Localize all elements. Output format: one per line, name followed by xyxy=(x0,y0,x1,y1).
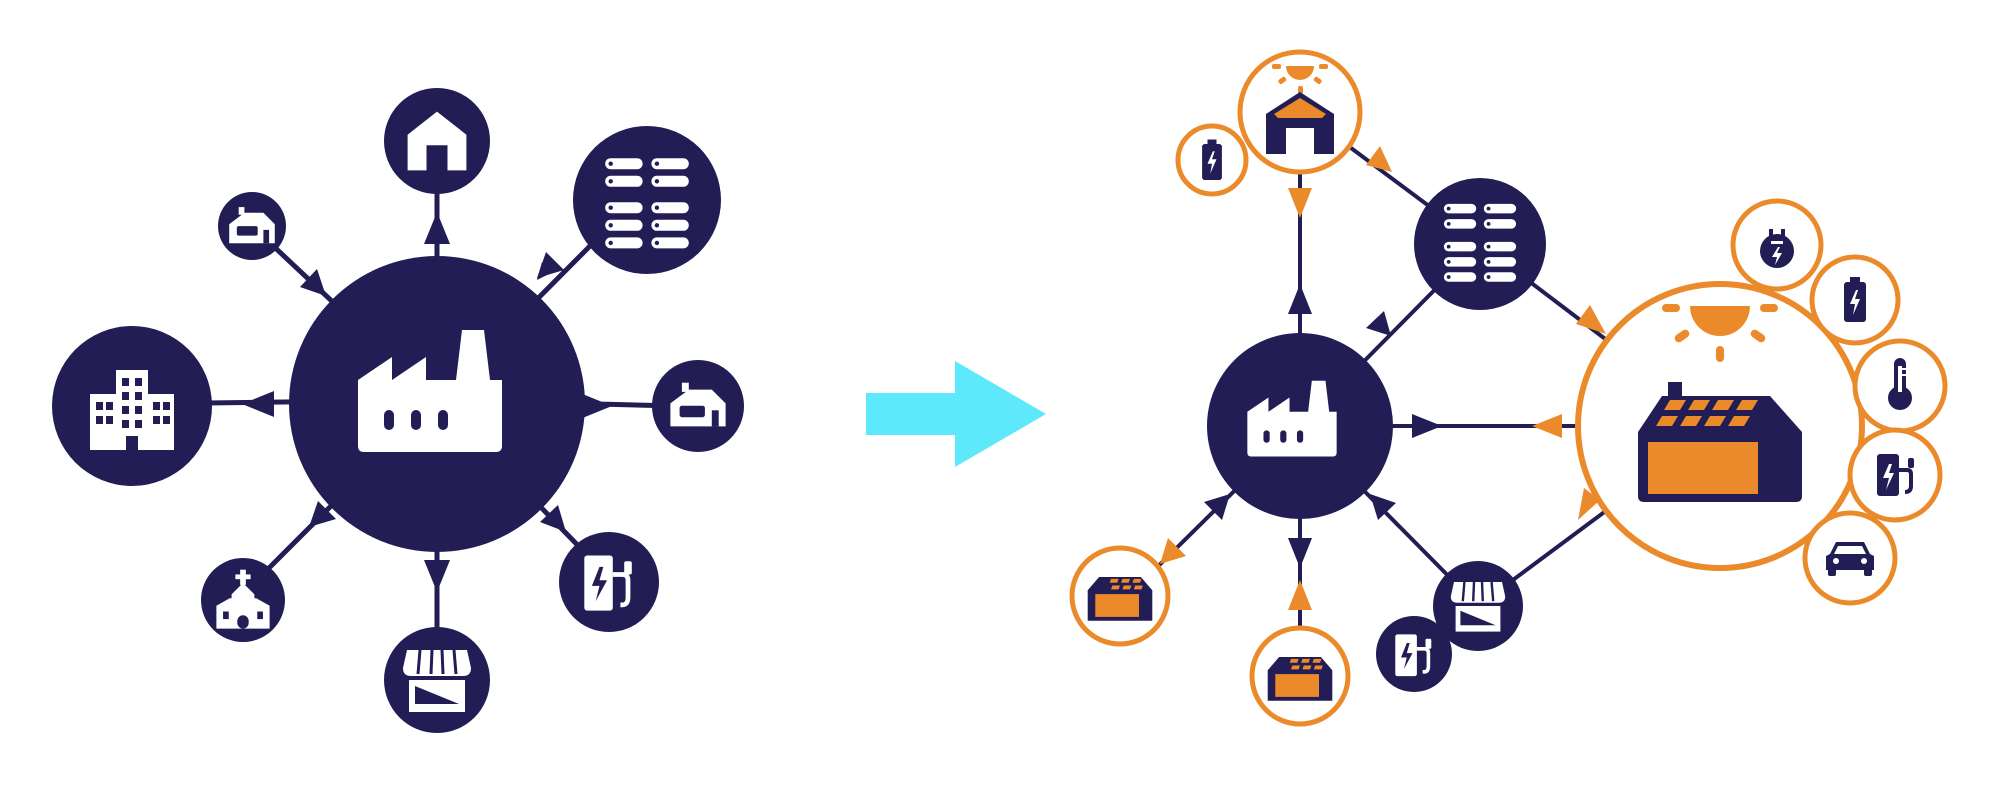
transition-arrow xyxy=(866,361,1046,467)
store-icon xyxy=(1449,580,1507,633)
solar-house-icon xyxy=(1266,92,1334,154)
data-center-node xyxy=(1414,178,1546,310)
distributed-grid xyxy=(1069,49,1948,727)
battery-icon xyxy=(1844,277,1866,322)
battery-icon xyxy=(1202,139,1222,180)
distributed-arrowheads xyxy=(1160,146,1606,610)
store-icon xyxy=(401,648,473,714)
solar-building-icon xyxy=(1638,382,1802,502)
solar-home-icon xyxy=(1087,577,1153,621)
centralized-arrowheads xyxy=(242,212,612,592)
solar-home-icon xyxy=(1267,657,1333,701)
right-arrow-icon xyxy=(866,361,1046,467)
centralized-grid xyxy=(52,88,744,733)
data-center-node xyxy=(573,126,721,274)
